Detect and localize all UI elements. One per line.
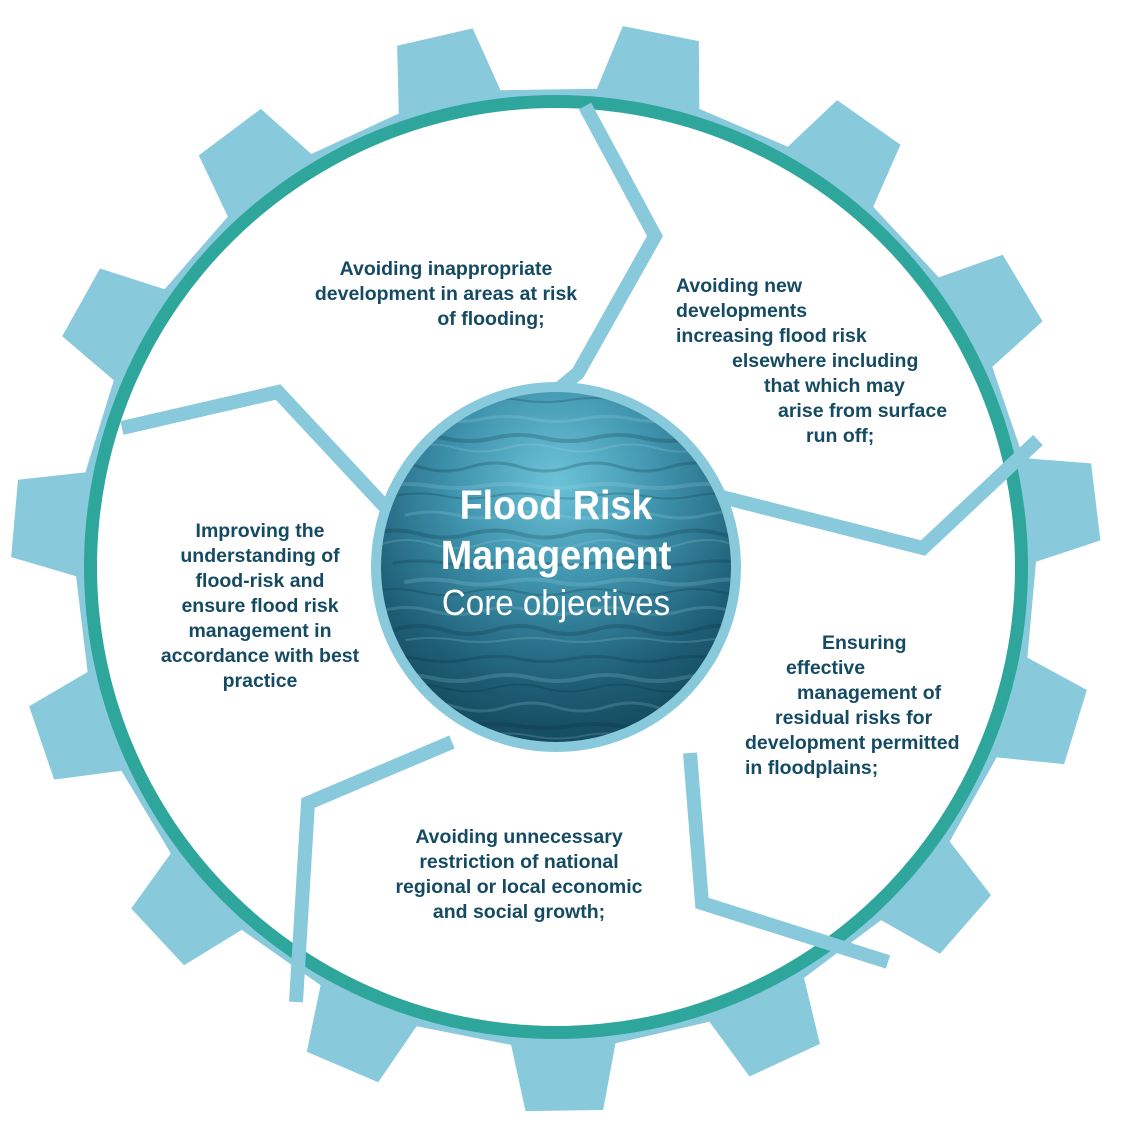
- objective-line: Ensuring: [822, 632, 907, 654]
- water-ripple: [381, 539, 731, 549]
- divider-bottom-left: [289, 735, 455, 1003]
- center-subtitle: Core objectives: [441, 582, 671, 623]
- center-title-line2: Management: [440, 532, 672, 578]
- objective-line: run off;: [806, 425, 875, 447]
- objective-line: Avoiding inappropriate: [339, 258, 553, 280]
- objective-line: development permitted: [745, 732, 960, 754]
- center-title: Flood Risk Management Core objectives: [379, 480, 733, 626]
- objective-left: Improving the understanding of flood-ris…: [150, 519, 370, 694]
- water-ripple: [405, 637, 731, 643]
- objective-line: management in: [188, 620, 332, 642]
- objective-bottom: Avoiding unnecessary restriction of nati…: [378, 825, 660, 925]
- objective-line: of flooding;: [437, 308, 545, 330]
- objective-line: Improving the: [195, 520, 325, 542]
- water-image: [381, 392, 731, 742]
- divider-bottom-right: [683, 752, 891, 969]
- objective-line: accordance with best: [160, 645, 360, 667]
- objective-line: elsewhere including: [732, 350, 919, 372]
- objective-right: Avoiding new developments increasing flo…: [676, 274, 976, 449]
- water-ripple: [381, 528, 731, 540]
- water-ripple: [405, 443, 731, 453]
- objective-line: increasing flood risk: [676, 325, 867, 347]
- water-ripple: [392, 559, 731, 567]
- objective-line: development in areas at risk: [314, 283, 578, 305]
- objective-line: in floodplains;: [745, 757, 879, 779]
- objective-top: Avoiding inappropriate development in ar…: [300, 257, 592, 332]
- divider-right: [720, 434, 1043, 556]
- center-title-line1: Flood Risk: [459, 482, 653, 528]
- water-ripple: [404, 701, 731, 713]
- objective-line: residual risks for: [775, 707, 933, 729]
- water-ripple: [404, 510, 731, 520]
- objective-line: flood-risk and: [195, 570, 325, 592]
- objective-line: effective: [786, 657, 866, 679]
- objective-line: arise from surface: [778, 400, 948, 422]
- objective-line: restriction of national: [419, 851, 619, 873]
- objective-line: Avoiding new: [676, 275, 803, 297]
- objective-bottom-right: Ensuring effective management of residua…: [745, 631, 1005, 781]
- objective-line: management of: [797, 682, 942, 704]
- objective-line: understanding of: [180, 545, 340, 567]
- water-ripple: [381, 655, 731, 663]
- water-ripple: [381, 588, 731, 596]
- divider-left: [120, 384, 394, 515]
- objective-line: that which may: [764, 375, 905, 397]
- objective-line: developments: [676, 300, 808, 322]
- objective-line: and social growth;: [432, 901, 606, 923]
- water-ripple: [404, 577, 731, 587]
- objective-line: ensure flood risk: [181, 595, 339, 617]
- objective-line: practice: [222, 670, 298, 692]
- objective-line: regional or local economic: [395, 876, 643, 898]
- water-ripple: [381, 606, 731, 616]
- objective-line: Avoiding unnecessary: [415, 826, 623, 848]
